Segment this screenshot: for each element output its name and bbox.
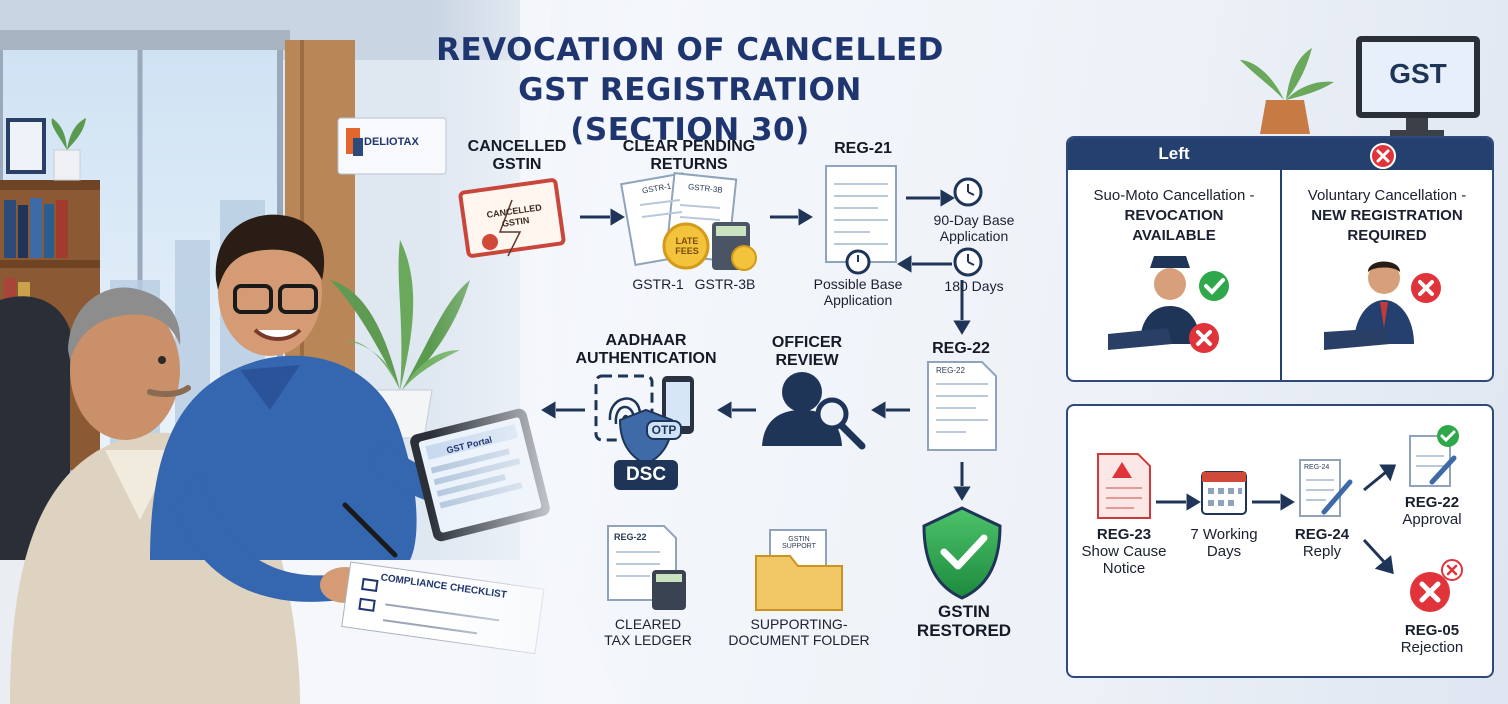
step-reg22: REG-22: [932, 340, 990, 357]
supporting-document-folder-label: SUPPORTING- DOCUMENT FOLDER: [728, 616, 870, 648]
page-title: REVOCATION OF CANCELLED GST REGISTRATION…: [430, 30, 950, 150]
step-clear-pending-returns: CLEAR PENDING RETURNS: [622, 138, 756, 173]
step-reg21: REG-21: [834, 140, 892, 157]
step-officer-review: OFFICER REVIEW: [771, 334, 843, 369]
cleared-tax-ledger-label: CLEARED TAX LEDGER: [604, 616, 692, 648]
page-title-line-1: REVOCATION OF CANCELLED: [436, 32, 944, 68]
gst-monitor: [1356, 36, 1480, 136]
calendar-icon: [1201, 471, 1247, 515]
otp-bubble: OTP: [646, 420, 682, 440]
suo-moto-officer-icon: [1108, 256, 1200, 350]
reg22-approval-icon: [1409, 425, 1459, 487]
ledger-doc-text: REG-22: [614, 532, 647, 542]
clock-icon-180-days: [953, 247, 983, 277]
clock-icon-possible: [845, 249, 871, 275]
step-aadhaar-authentication: AADHAAR AUTHENTICATION: [575, 332, 717, 367]
reg22-form-icon: [927, 361, 997, 451]
clock-icon-90-days: [953, 177, 983, 207]
reg21-180-days: 180 Days: [944, 278, 1004, 294]
dsc-badge: DSC: [614, 460, 678, 490]
gst-monitor-text: GST: [1389, 58, 1447, 89]
phone-icon: [662, 376, 694, 434]
plant-top-right: [1240, 48, 1334, 134]
reg21-90-day: 90-Day Base Application: [933, 212, 1015, 244]
reg05-rejection-icon: [1410, 559, 1463, 612]
reg21-form-icon: [825, 165, 897, 263]
suo-moto-check-icon: [1199, 271, 1229, 301]
cancellation-comparison-panel: Left Suo-Moto Cancellation - REVOCATION …: [1066, 136, 1494, 382]
company-sign-text: DELIOTAX: [364, 136, 419, 148]
comparison-header-left: Left: [1158, 144, 1190, 163]
officer-review-icon: [762, 372, 866, 450]
voluntary-text: Voluntary Cancellation - NEW REGISTRATIO…: [1307, 187, 1467, 244]
tax-ledger-icon: [607, 525, 686, 610]
reg05-rejection-label: REG-05 Rejection: [1400, 622, 1464, 656]
reg22-approval-label: REG-22 Approval: [1402, 494, 1462, 528]
reg24-reply-icon: [1299, 459, 1353, 517]
step-cancelled-gstin: CANCELLED GSTIN: [467, 138, 567, 173]
restored-shield-icon: [922, 506, 1002, 600]
notice-flow-icons: [1097, 425, 1463, 612]
gstin-restored-label: GSTIN RESTORED: [916, 602, 1012, 640]
notice-arrows: [1156, 464, 1397, 575]
voluntary-person-icon: [1324, 261, 1414, 350]
suo-moto-text: Suo-Moto Cancellation - REVOCATION AVAIL…: [1093, 187, 1255, 244]
caption-gstr1: GSTR-1: [632, 276, 684, 292]
reg22-doc-text: REG-22: [936, 366, 965, 375]
show-cause-notice-panel: REG-24 REG-23 Show Cause Notice 7 Workin…: [1066, 404, 1494, 678]
returns-documents-icon: [620, 171, 757, 271]
page-title-line-2: GST REGISTRATION (SECTION 30): [518, 72, 862, 148]
reg21-possible-base: Possible Base Application: [813, 276, 903, 308]
reg23-label: REG-23 Show Cause Notice: [1081, 526, 1167, 577]
comparison-divider: [1280, 138, 1282, 380]
suo-moto-cross-icon: [1189, 323, 1219, 353]
voluntary-cross-icon: [1411, 273, 1441, 303]
cancelled-certificate-icon: [458, 178, 566, 258]
document-folder-icon: [755, 529, 843, 611]
folder-doc-text: GSTIN SUPPORT: [782, 536, 816, 550]
flow-arrows: [541, 189, 971, 501]
header-cross-icon: [1370, 143, 1396, 169]
late-fees-coin: LATE FEES: [675, 236, 699, 256]
reg24-label: REG-24 Reply: [1294, 526, 1350, 560]
comparison-icons: [1108, 143, 1441, 353]
reg24-doc-text: REG-24: [1304, 464, 1330, 471]
reg23-notice-icon: [1097, 453, 1151, 519]
seven-working-days-label: 7 Working Days: [1190, 526, 1258, 560]
caption-gstr3b: GSTR-3B: [694, 276, 756, 292]
